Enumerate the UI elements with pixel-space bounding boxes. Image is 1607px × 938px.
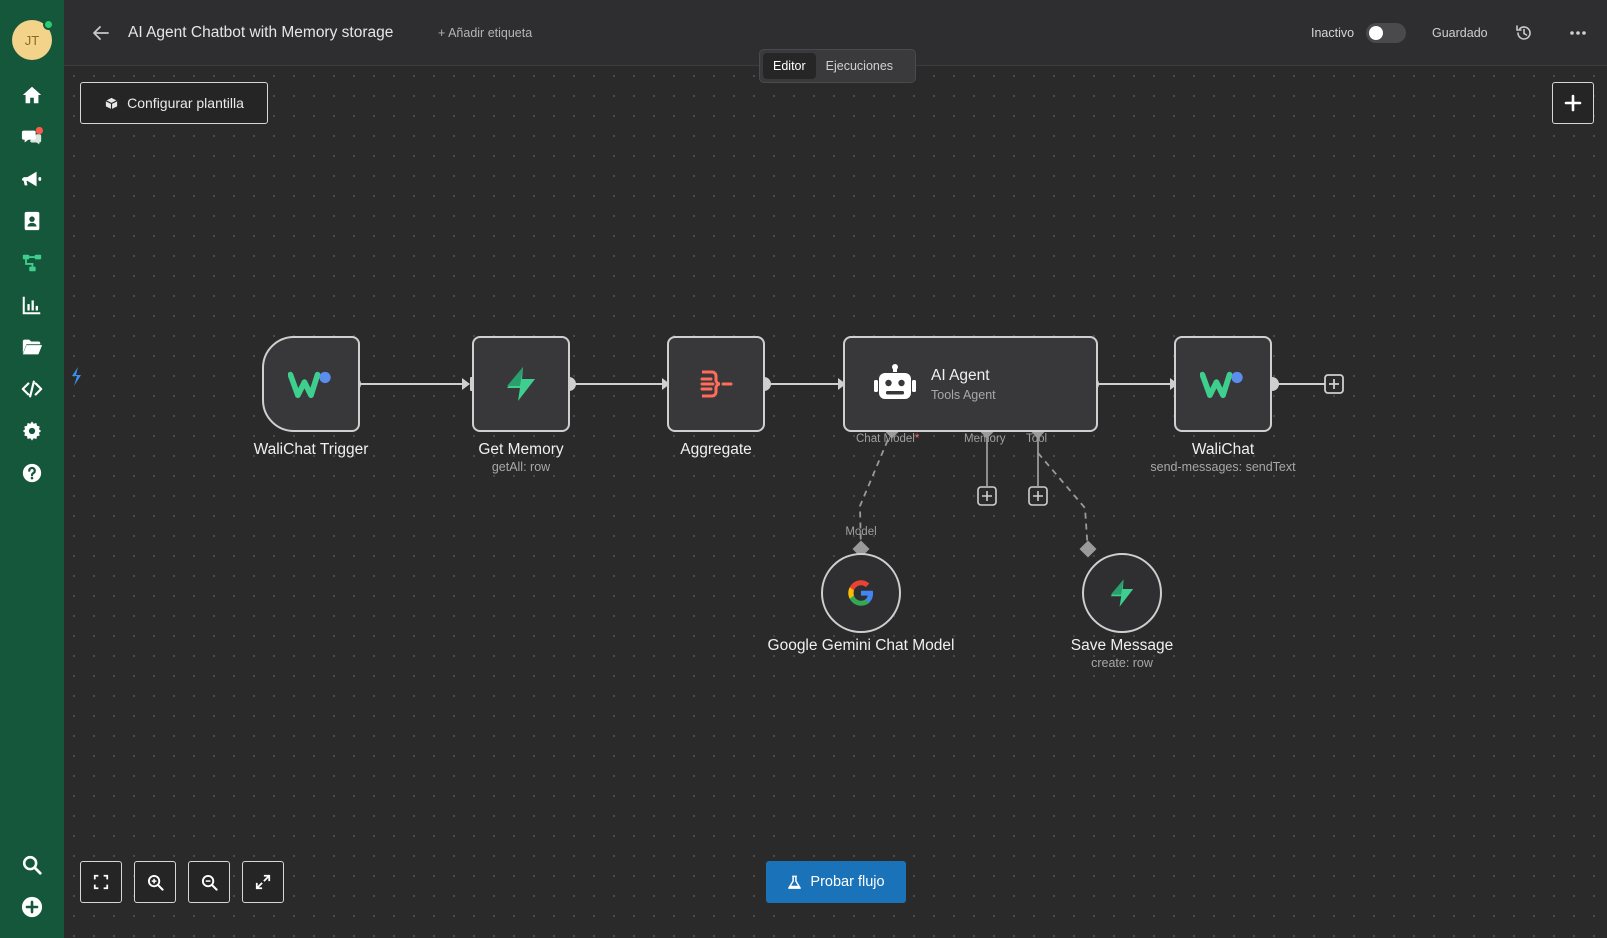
node-get-memory[interactable] <box>472 336 570 432</box>
connection-aggregate-aiagent[interactable] <box>757 377 850 391</box>
gear-icon[interactable] <box>19 418 45 444</box>
supabase-bolt-icon <box>507 367 535 401</box>
megaphone-icon[interactable] <box>19 166 45 192</box>
toggle-knob <box>1369 26 1383 40</box>
saved-status: Guardado <box>1432 26 1488 40</box>
node-walichat-trigger[interactable] <box>262 336 360 432</box>
aggregate-icon <box>700 370 733 398</box>
history-icon[interactable] <box>1514 23 1534 43</box>
header: AI Agent Chatbot with Memory storage + A… <box>64 0 1607 66</box>
node-label: Aggregate <box>680 441 752 458</box>
test-workflow-button[interactable]: Probar flujo <box>766 861 906 903</box>
tab-editor[interactable]: Editor <box>763 53 816 79</box>
node-subtitle: send-messages: sendText <box>1150 460 1296 474</box>
code-icon[interactable] <box>19 376 45 402</box>
node-label: WaliChat <box>1191 441 1255 458</box>
workflow-canvas[interactable]: Configurar plantilla <box>64 66 1607 938</box>
fullscreen-button[interactable] <box>242 861 284 903</box>
flask-icon <box>788 875 802 889</box>
node-label: Google Gemini Chat Model <box>767 637 955 654</box>
tool-port-label: Tool <box>1026 433 1048 445</box>
chart-icon[interactable] <box>19 292 45 318</box>
help-icon[interactable] <box>19 460 45 486</box>
active-status-label: Inactivo <box>1311 26 1355 40</box>
add-circle-icon[interactable] <box>19 894 45 920</box>
node-save-message[interactable] <box>1082 553 1162 633</box>
zoom-in-icon <box>147 874 164 891</box>
chat-model-port-label: Chat Model* <box>856 433 920 445</box>
online-status-dot <box>43 19 54 30</box>
add-tag-link[interactable]: + Añadir etiqueta <box>438 26 533 40</box>
configure-template-button[interactable]: Configurar plantilla <box>80 82 268 124</box>
contacts-icon[interactable] <box>19 208 45 234</box>
folder-icon[interactable] <box>19 334 45 360</box>
home-icon[interactable] <box>19 82 45 108</box>
node-ai-agent[interactable]: AI Agent Tools Agent <box>843 336 1098 432</box>
active-toggle[interactable] <box>1366 23 1406 43</box>
trigger-bolt-icon <box>72 367 81 386</box>
more-options-icon[interactable] <box>1567 23 1589 43</box>
zoom-out-icon <box>201 874 218 891</box>
sidebar: JT <box>0 0 64 938</box>
connection-trigger-getmemory[interactable] <box>347 377 474 391</box>
node-google-gemini[interactable] <box>821 553 901 633</box>
plus-icon <box>1564 94 1582 112</box>
add-node-button[interactable] <box>1552 82 1594 124</box>
fit-view-button[interactable] <box>80 861 122 903</box>
supabase-bolt-icon <box>1110 579 1134 607</box>
configure-template-label: Configurar plantilla <box>127 95 244 111</box>
walichat-output[interactable] <box>1265 374 1344 394</box>
box-icon <box>105 97 118 109</box>
chat-icon[interactable] <box>19 124 45 150</box>
memory-port-label: Memory <box>964 433 1006 445</box>
node-aggregate[interactable] <box>667 336 765 432</box>
connection-aiagent-walichat[interactable] <box>1085 377 1182 391</box>
fit-view-icon <box>93 874 109 890</box>
test-workflow-label: Probar flujo <box>810 874 885 890</box>
node-walichat[interactable] <box>1174 336 1272 432</box>
node-label: AI Agent <box>931 366 990 384</box>
expand-icon <box>255 874 271 890</box>
node-label: Save Message <box>1070 637 1174 654</box>
avatar[interactable]: JT <box>12 19 54 60</box>
mode-tabs: Editor Ejecuciones <box>759 49 916 83</box>
node-subtitle: create: row <box>1091 656 1153 670</box>
google-g-icon <box>848 580 874 606</box>
node-label: WaliChat Trigger <box>253 441 369 458</box>
connections-layer <box>72 367 1344 558</box>
node-label: Get Memory <box>478 441 564 458</box>
connection-getmemory-aggregate[interactable] <box>562 377 674 391</box>
workflow-title[interactable]: AI Agent Chatbot with Memory storage <box>128 24 394 41</box>
tab-executions[interactable]: Ejecuciones <box>825 59 894 73</box>
avatar-initials: JT <box>24 32 40 48</box>
node-subtitle: getAll: row <box>491 460 551 474</box>
walichat-logo-icon <box>288 371 331 399</box>
workflow-icon[interactable] <box>19 250 45 276</box>
zoom-in-button[interactable] <box>134 861 176 903</box>
zoom-out-button[interactable] <box>188 861 230 903</box>
walichat-logo-icon <box>1200 371 1243 399</box>
search-icon[interactable] <box>19 852 45 878</box>
robot-icon <box>874 364 916 399</box>
back-arrow-icon[interactable] <box>90 22 112 44</box>
node-subtitle: Tools Agent <box>931 387 996 402</box>
ai-agent-text: AI Agent Tools Agent <box>931 367 996 402</box>
model-port-label: Model <box>845 526 877 538</box>
